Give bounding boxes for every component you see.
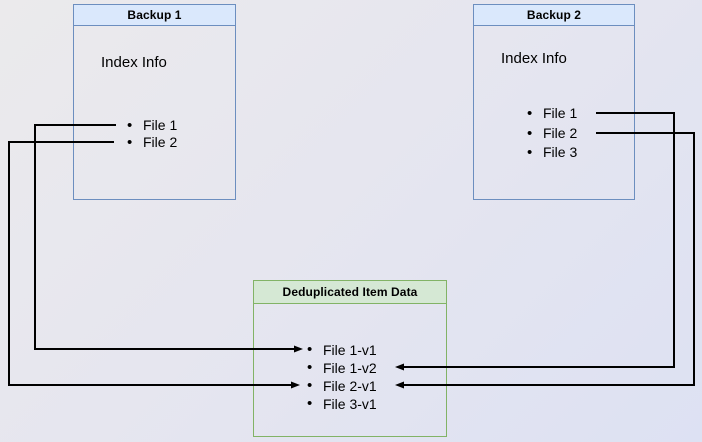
backup1-file-list: File 1 File 2 bbox=[127, 117, 177, 151]
backup2-box: Backup 2 Index Info File 1 File 2 File 3 bbox=[473, 4, 635, 200]
backup1-index-info-label: Index Info bbox=[101, 54, 167, 71]
dedup-file-2v1: File 2-v1 bbox=[307, 377, 377, 395]
dedup-file-1v1: File 1-v1 bbox=[307, 341, 377, 359]
backup2-title: Backup 2 bbox=[474, 5, 634, 26]
backup1-file-2: File 2 bbox=[127, 134, 177, 151]
dedup-file-list: File 1-v1 File 1-v2 File 2-v1 File 3-v1 bbox=[307, 341, 377, 413]
backup2-file-3: File 3 bbox=[527, 143, 577, 163]
dedup-box: Deduplicated Item Data File 1-v1 File 1-… bbox=[253, 280, 447, 437]
dedup-file-3v1: File 3-v1 bbox=[307, 395, 377, 413]
backup1-box: Backup 1 Index Info File 1 File 2 bbox=[73, 4, 236, 200]
backup2-file-2: File 2 bbox=[527, 124, 577, 144]
dedup-title: Deduplicated Item Data bbox=[254, 281, 446, 304]
backup2-file-list: File 1 File 2 File 3 bbox=[527, 104, 577, 163]
backup1-title: Backup 1 bbox=[74, 5, 235, 26]
backup1-file-1: File 1 bbox=[127, 117, 177, 134]
backup2-file-1: File 1 bbox=[527, 104, 577, 124]
backup2-index-info-label: Index Info bbox=[501, 50, 567, 67]
dedup-file-1v2: File 1-v2 bbox=[307, 359, 377, 377]
